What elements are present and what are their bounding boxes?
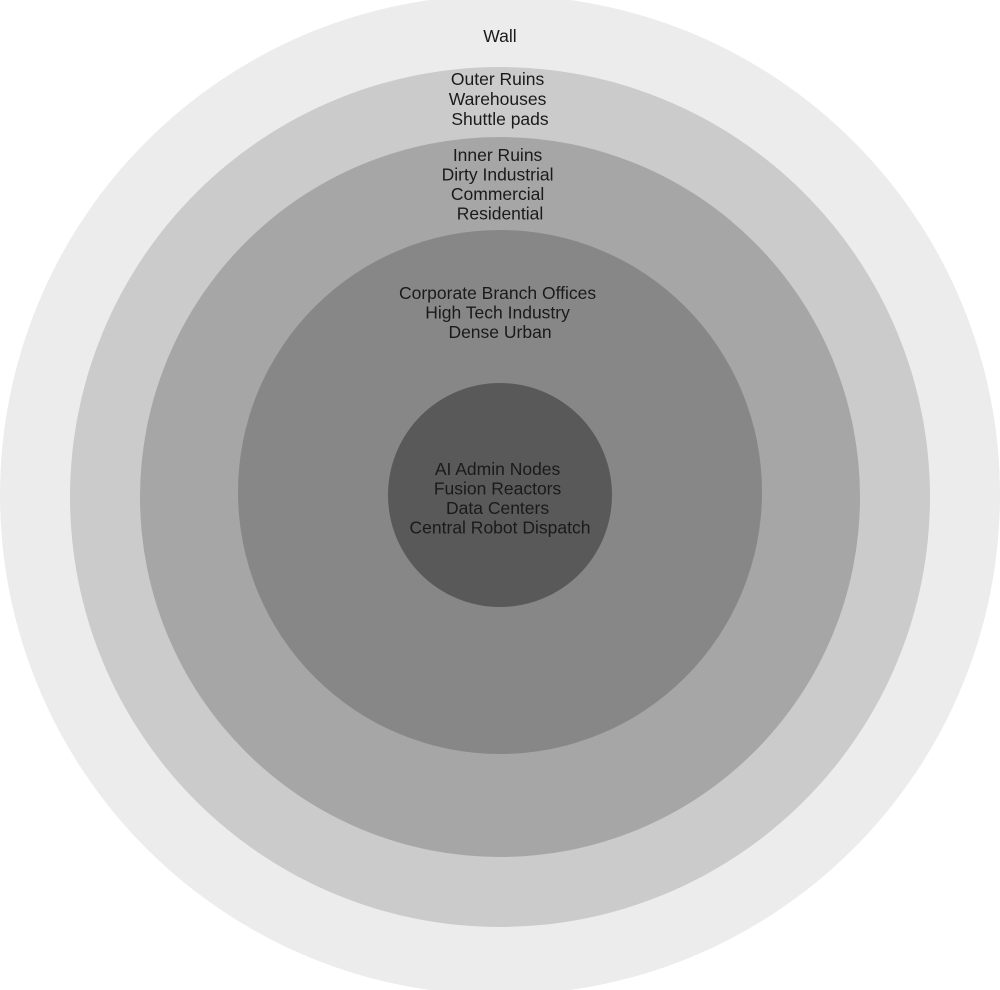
zone-core-line-3: Data Centers — [446, 498, 549, 518]
zone-inner-ruins-line-2: Dirty Industrial — [442, 165, 554, 185]
zone-outer-ruins-line-3: Shuttle pads — [451, 109, 549, 129]
zone-wall-label: Wall — [483, 26, 516, 46]
zone-core-label: AI Admin Nodes Fusion Reactors Data Cent… — [410, 459, 591, 538]
zone-corporate-label: Corporate Branch Offices High Tech Indus… — [399, 283, 601, 342]
zone-outer-ruins-label: Outer Ruins Warehouses Shuttle pads — [449, 69, 551, 129]
zone-inner-ruins-line-1: Inner Ruins — [453, 145, 543, 165]
zone-core-circle — [388, 383, 612, 607]
zone-wall-line-1: Wall — [483, 26, 516, 46]
zone-corporate-line-1: Corporate Branch Offices — [399, 283, 596, 303]
zone-core-line-4: Central Robot Dispatch — [410, 518, 591, 538]
zone-corporate-line-2: High Tech Industry — [425, 303, 570, 323]
zone-inner-ruins-line-4: Residential — [457, 204, 544, 224]
zone-inner-ruins-line-3: Commercial — [451, 184, 544, 204]
zone-outer-ruins-line-2: Warehouses — [449, 89, 547, 109]
zone-corporate-line-3: Dense Urban — [448, 322, 551, 342]
zone-inner-ruins-label: Inner Ruins Dirty Industrial Commercial … — [442, 145, 559, 224]
zone-core: AI Admin Nodes Fusion Reactors Data Cent… — [388, 383, 612, 607]
zone-outer-ruins-line-1: Outer Ruins — [451, 69, 545, 89]
zone-core-line-2: Fusion Reactors — [434, 479, 562, 499]
zone-core-line-1: AI Admin Nodes — [435, 459, 561, 479]
